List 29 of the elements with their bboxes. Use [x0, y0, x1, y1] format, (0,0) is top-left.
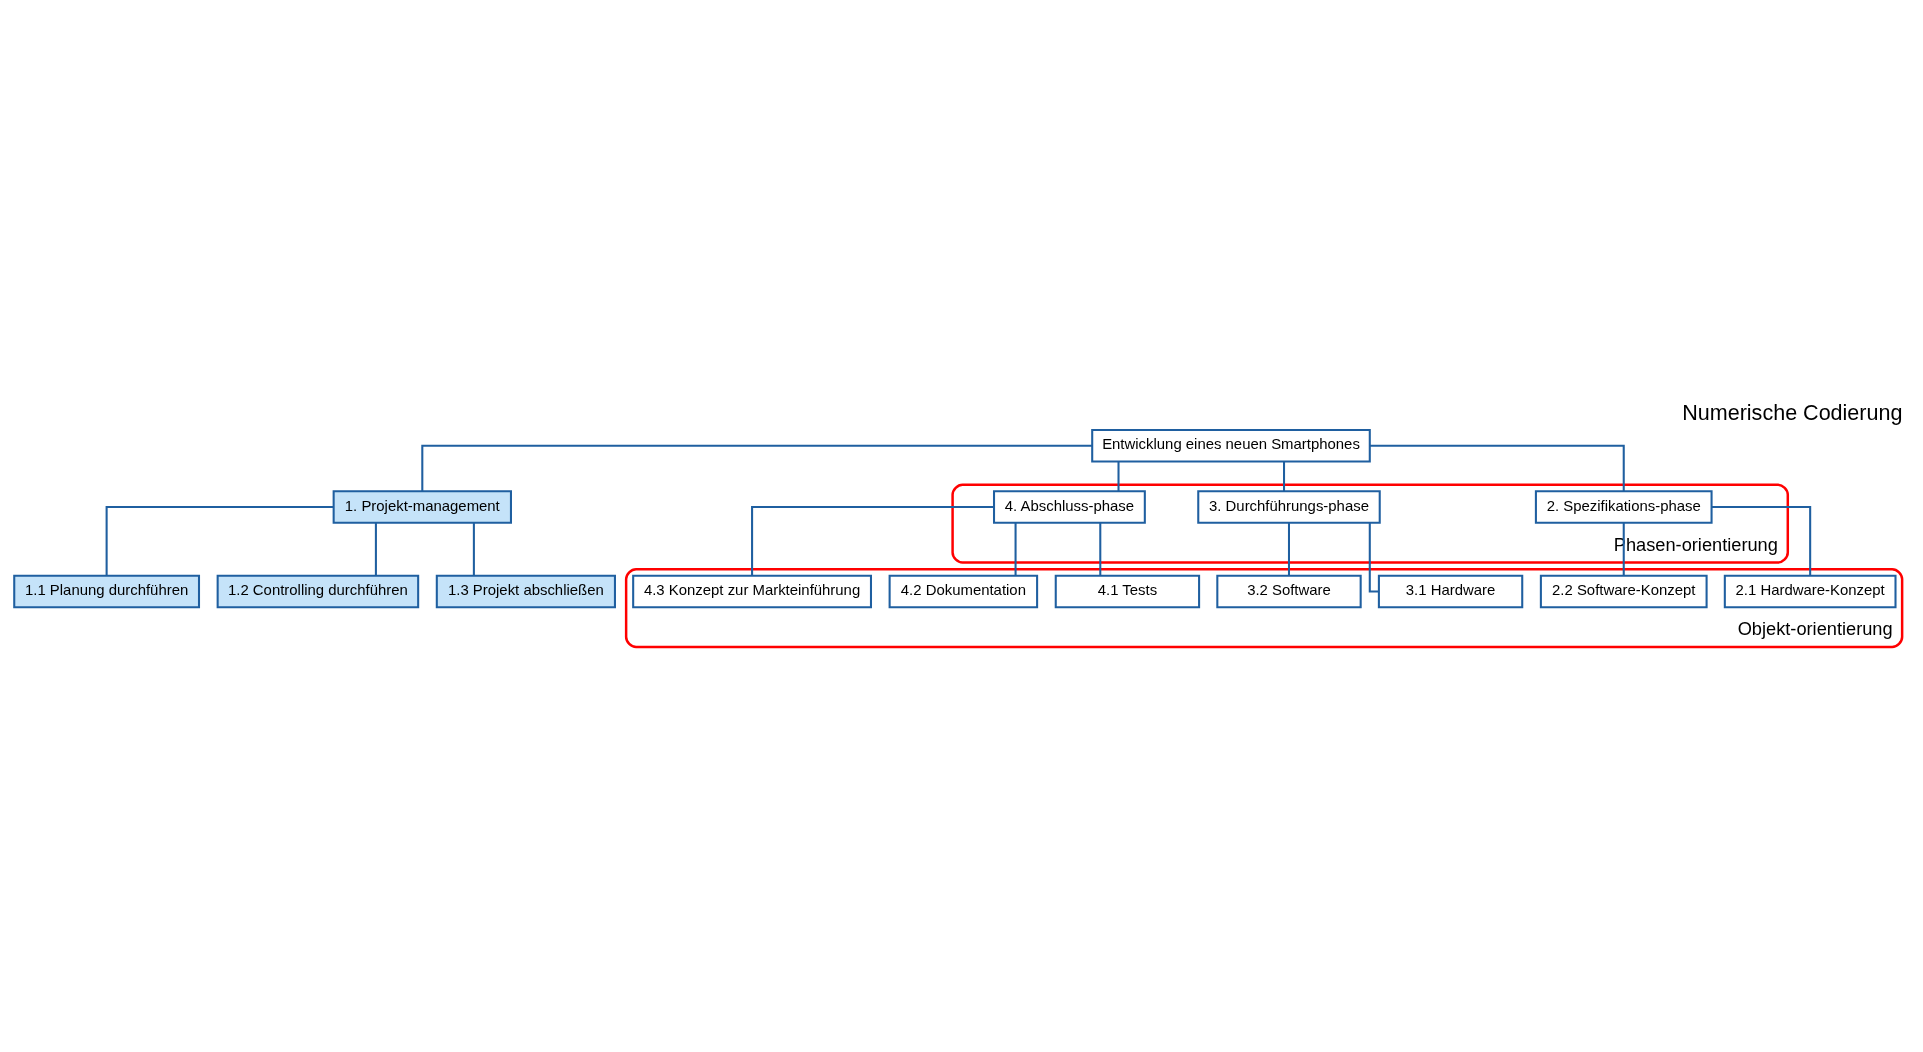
node-box: 3.2 Software — [1216, 574, 1362, 608]
node-box: 4. Abschluss-phase — [993, 489, 1146, 524]
node-box: 2. Spezifikations-phase — [1534, 489, 1713, 524]
node-box: 3. Durchführungs-phase — [1197, 489, 1381, 524]
node-box: 1.1 Planung durchführen — [13, 574, 201, 608]
node-box: 3.1 Hardware — [1377, 574, 1524, 608]
connector — [1099, 522, 1102, 576]
node-box: 1. Projekt-management — [332, 489, 512, 524]
connector — [1370, 444, 1625, 491]
node-box: 1.3 Projekt abschließen — [435, 574, 616, 608]
connector — [1287, 522, 1291, 576]
connector — [472, 522, 475, 576]
connector — [1711, 505, 1812, 576]
connector — [751, 505, 994, 576]
node-box: Entwicklung eines neuen Smartphones — [1091, 428, 1371, 462]
connector — [1368, 522, 1379, 593]
connector — [374, 522, 377, 576]
connector — [421, 444, 1093, 491]
node-box: 1.2 Controlling durchführen — [216, 574, 420, 608]
node-box: 2.1 Hardware-Konzept — [1723, 574, 1897, 608]
connector — [105, 505, 334, 576]
node-box: 2.2 Software-Konzept — [1539, 574, 1708, 608]
node-box: 4.3 Konzept zur Markteinführung — [632, 574, 872, 608]
node-box: 4.1 Tests — [1054, 574, 1201, 608]
node-box: 4.2 Dokumentation — [888, 574, 1039, 608]
connector — [1014, 522, 1017, 576]
diagram-title: Numerische Codierung — [1682, 400, 1903, 425]
connector — [1117, 461, 1120, 491]
connector — [1283, 461, 1286, 491]
